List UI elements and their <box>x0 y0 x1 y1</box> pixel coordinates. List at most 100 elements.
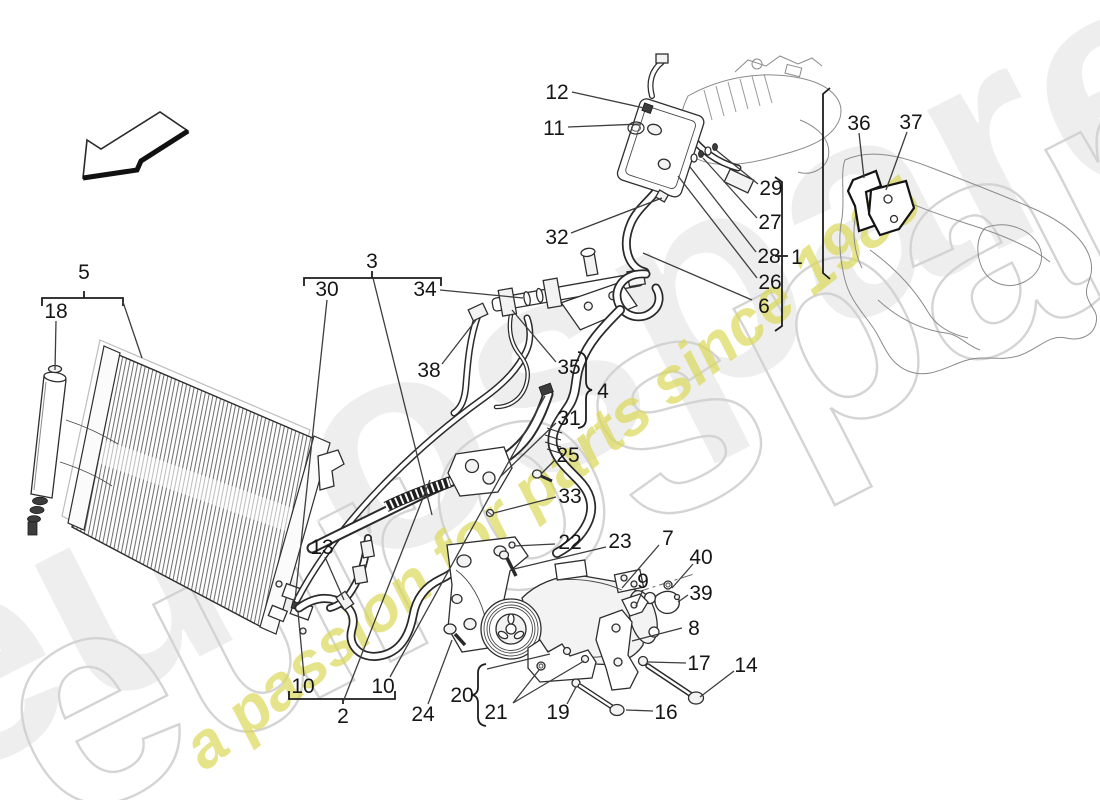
callout-5: 5 <box>78 261 90 284</box>
leader-3 <box>372 277 433 516</box>
leader-17 <box>647 661 687 664</box>
callout-31: 31 <box>557 407 580 430</box>
callout-29: 29 <box>759 177 782 200</box>
leader-12 <box>571 91 645 109</box>
leader-7 <box>621 544 660 589</box>
leader-13 <box>324 556 345 601</box>
bolt-25 <box>531 469 543 479</box>
callout-10b: 10 <box>371 675 394 698</box>
leader-29 <box>715 149 759 185</box>
callout-1: 1 <box>791 246 803 269</box>
callout-39: 39 <box>689 582 712 605</box>
callout-33: 33 <box>558 485 581 508</box>
callout-13: 13 <box>310 536 333 559</box>
leader-14 <box>699 670 735 698</box>
leader-9 <box>635 589 644 607</box>
callout-2: 2 <box>337 705 349 728</box>
bolt-12 <box>641 102 654 114</box>
leader-2 <box>342 479 431 703</box>
callout-25: 25 <box>556 444 579 467</box>
brace-4 <box>577 351 593 429</box>
callout-17: 17 <box>687 652 710 675</box>
leader-23 <box>513 546 607 570</box>
engine-sketch <box>616 53 842 203</box>
leader-35 <box>511 309 557 363</box>
compressor-assembly <box>443 536 705 717</box>
callout-19: 19 <box>546 701 569 724</box>
callout-35: 35 <box>557 356 580 379</box>
leader-32 <box>570 197 663 234</box>
leader-37 <box>885 131 908 191</box>
leader-26 <box>677 175 758 279</box>
leader-18 <box>54 320 57 371</box>
callout-14: 14 <box>734 654 758 677</box>
leader-21b <box>512 660 585 704</box>
callout-numbers: 5 18 3 30 34 38 35 4 31 25 33 12 11 32 2… <box>44 81 922 728</box>
engine-ribs <box>703 73 773 121</box>
leader-40 <box>671 563 694 589</box>
leader-8 <box>631 627 683 642</box>
leader-28 <box>689 166 757 253</box>
leader-36 <box>858 132 865 179</box>
leader-27 <box>702 157 758 219</box>
lower-plate <box>527 639 597 683</box>
leader-11 <box>567 123 641 128</box>
leader-6 <box>642 252 753 301</box>
leader-lines <box>54 91 908 712</box>
condenser-foot <box>267 604 289 623</box>
leader-39 <box>677 594 689 603</box>
leader-19 <box>566 686 577 705</box>
leader-25 <box>540 459 556 475</box>
bolt-19-16 <box>571 678 625 717</box>
callout-32: 32 <box>545 226 568 249</box>
nut-21 <box>536 661 546 671</box>
callout-30: 30 <box>315 278 338 301</box>
callout-4: 4 <box>597 380 609 403</box>
compressor-pulley <box>480 598 542 660</box>
callout-22: 22 <box>558 531 581 554</box>
leader-20 <box>486 653 551 670</box>
leader-24 <box>427 639 453 705</box>
callout-23: 23 <box>608 530 631 553</box>
callout-6: 6 <box>758 295 770 318</box>
bolt-23-head <box>498 550 510 560</box>
bracket-3 <box>303 271 442 286</box>
ac-pipes <box>293 145 686 661</box>
service-cap-2 <box>538 382 554 397</box>
brace-20 <box>471 663 487 727</box>
leader-31 <box>499 422 557 478</box>
callout-8: 8 <box>688 617 700 640</box>
bolt-17-14 <box>637 655 705 705</box>
callout-20: 20 <box>450 684 473 707</box>
bracket-37 <box>867 179 916 237</box>
callout-34: 34 <box>413 278 437 301</box>
condenser-side-bracket <box>317 449 345 491</box>
callout-27: 27 <box>758 211 781 234</box>
leader-38 <box>441 319 477 365</box>
callout-40: 40 <box>689 546 712 569</box>
gasket-11 <box>627 121 645 135</box>
leader-16 <box>625 709 654 712</box>
condenser-assembly <box>27 339 345 635</box>
callout-24: 24 <box>411 703 435 726</box>
callout-11: 11 <box>543 117 565 140</box>
bolt-24 <box>443 623 467 647</box>
nut-40 <box>663 580 673 590</box>
callout-21: 21 <box>484 701 507 724</box>
leader-10a <box>297 611 305 677</box>
leader-5 <box>122 301 143 359</box>
small-seals <box>690 143 718 163</box>
heat-shield-plate <box>616 98 705 198</box>
leader-33 <box>493 496 557 514</box>
leader-22 <box>513 543 556 547</box>
callout-38: 38 <box>417 359 440 382</box>
callout-18: 18 <box>44 300 67 323</box>
direction-arrow-icon <box>82 111 190 181</box>
bracket-1-right <box>822 87 831 280</box>
callout-37: 37 <box>899 111 922 134</box>
callout-28: 28 <box>757 245 780 268</box>
receiver-drier <box>27 364 119 536</box>
callout-12: 12 <box>545 81 568 104</box>
callout-26: 26 <box>758 271 781 294</box>
